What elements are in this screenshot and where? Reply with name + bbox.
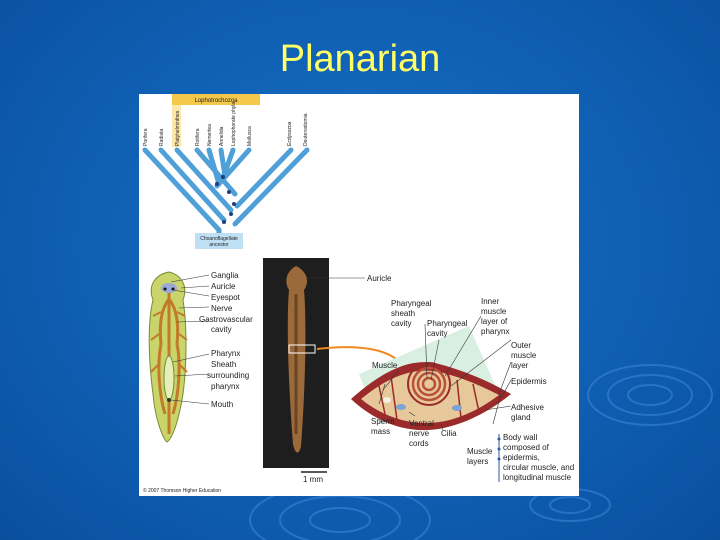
xs-label: Ventral [409, 419, 434, 428]
body-label: Mouth [211, 400, 233, 409]
taxon-label: Deuterostomia [303, 113, 309, 146]
taxon-label: Rotifera [195, 128, 201, 146]
xs-label: Outer [511, 341, 531, 350]
xs-label: sheath [391, 309, 415, 318]
xs-label: Muscle [372, 361, 398, 370]
xs-label: Adhesive [511, 403, 544, 412]
xs-label: Cilia [441, 429, 457, 438]
xs-label: layer of [481, 317, 508, 326]
xs-label: circular muscle, and [503, 463, 574, 472]
xs-label: Epidermis [511, 377, 547, 386]
body-label: Auricle [211, 282, 236, 291]
xs-label: epidermis, [503, 453, 540, 462]
body-label: Pharynx [211, 349, 240, 358]
taxon-label: Lophophorate phyla [231, 102, 237, 146]
taxon-label: Mollusca [247, 126, 253, 146]
auricle-photo-label: Auricle [367, 274, 392, 283]
scale-bar-label: 1 mm [303, 475, 323, 484]
diagram-panel: Lophotrochozoa Porifera Radiata Platyhel… [139, 94, 579, 496]
xs-label: Inner [481, 297, 500, 306]
taxon-label: Ecdysozoa [287, 121, 293, 146]
copyright-text: © 2007 Thomson Higher Education [143, 487, 221, 494]
tree-branches [145, 150, 307, 234]
body-label: Eyespot [211, 293, 241, 302]
taxon-label: Nemertea [207, 124, 213, 146]
body-label: cavity [211, 325, 231, 334]
ancestor-label: ancestor [209, 242, 229, 248]
whole-body-illustration: Ganglia Auricle Eyespot Nerve Gastrovasc… [149, 271, 253, 442]
body-label: Gastrovascular [199, 315, 253, 324]
xs-label: longitudinal muscle [503, 473, 572, 482]
xs-label: pharynx [481, 327, 509, 336]
taxon-label: Radiata [159, 129, 165, 146]
xs-label: Pharyngeal [391, 299, 432, 308]
xs-label: gland [511, 413, 531, 422]
cross-section-diagram: Pharyngeal sheath cavity Pharyngeal cavi… [351, 297, 574, 482]
xs-label: Body wall [503, 433, 537, 442]
xs-label: mass [371, 427, 390, 436]
xs-label: cavity [427, 329, 447, 338]
taxon-label: Platyhelminthes [175, 110, 181, 146]
slide-title: Planarian [0, 38, 720, 81]
body-label: surrounding [207, 371, 249, 380]
xs-label: cords [409, 439, 429, 448]
xs-label: Sperm [371, 417, 395, 426]
xs-label: nerve [409, 429, 430, 438]
taxa-labels: Porifera Radiata Platyhelminthes Rotifer… [143, 102, 309, 146]
xs-label: Muscle [467, 447, 493, 456]
xs-label: cavity [391, 319, 411, 328]
body-label: pharynx [211, 382, 239, 391]
xs-label: layer [511, 361, 529, 370]
xs-label: layers [467, 457, 488, 466]
xs-label: composed of [503, 443, 550, 452]
xs-label: muscle [481, 307, 507, 316]
xs-label: Pharyngeal [427, 319, 468, 328]
planarian-diagram: Lophotrochozoa Porifera Radiata Platyhel… [139, 94, 579, 496]
taxon-label: Porifera [143, 128, 149, 146]
body-label: Ganglia [211, 271, 239, 280]
taxon-label: Annelida [219, 126, 225, 146]
body-label: Sheath [211, 360, 236, 369]
phylogenetic-tree: Lophotrochozoa Porifera Radiata Platyhel… [143, 94, 309, 249]
xs-label: muscle [511, 351, 537, 360]
body-label: Nerve [211, 304, 233, 313]
